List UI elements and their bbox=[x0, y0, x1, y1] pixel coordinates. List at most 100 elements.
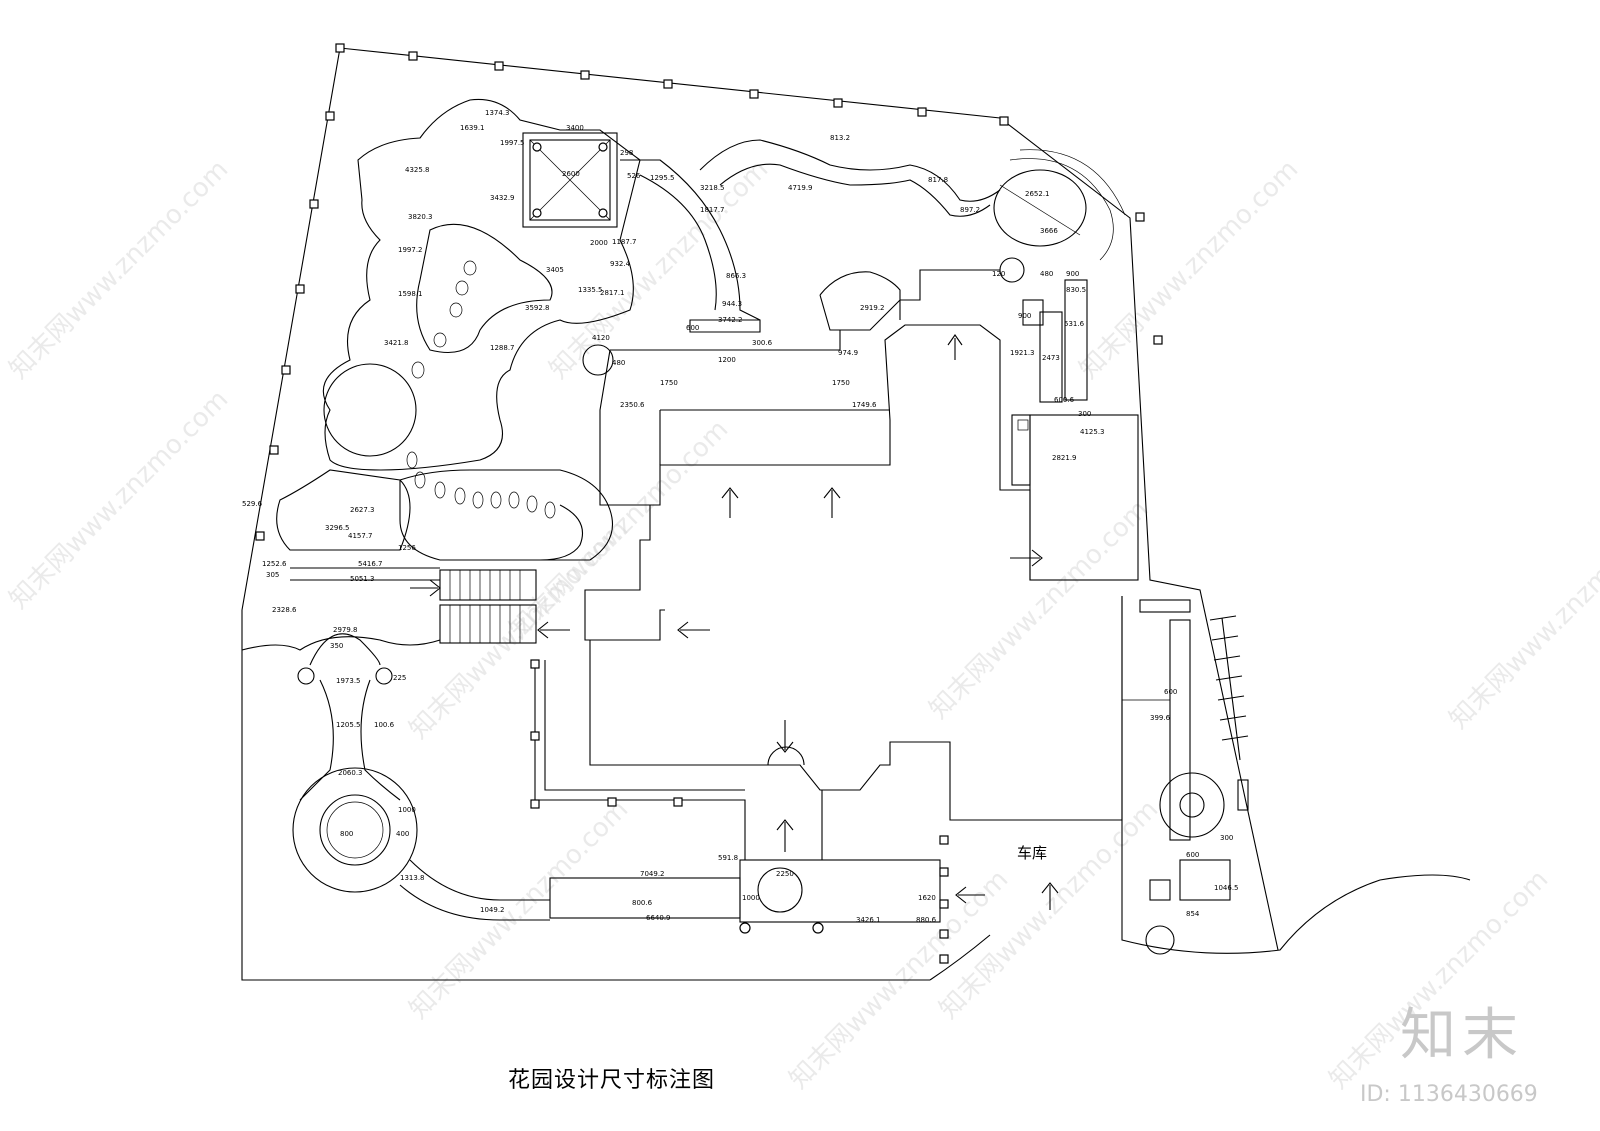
dimension-label: 1205.5 bbox=[336, 721, 361, 729]
dimension-label: 2652.1 bbox=[1025, 190, 1050, 198]
watermark-text: 知末网www.znzmo.com bbox=[1444, 504, 1600, 735]
entry-arrows bbox=[410, 334, 1059, 910]
dimension-label: 1000 bbox=[742, 894, 760, 902]
dimension-label: 2328.6 bbox=[272, 606, 297, 614]
drawing-title: 花园设计尺寸标注图 bbox=[508, 1068, 716, 1093]
winding-path bbox=[620, 139, 1126, 333]
brand-watermark: 知末 bbox=[1400, 1003, 1524, 1068]
dimension-label: 2919.2 bbox=[860, 304, 885, 312]
dimension-label: 3421.8 bbox=[384, 339, 409, 347]
dimension-label: 5051.3 bbox=[350, 575, 375, 583]
dimension-label: 300.6 bbox=[752, 339, 773, 347]
dimension-label: 1973.5 bbox=[336, 677, 361, 685]
dimension-label: 2817.1 bbox=[600, 289, 625, 297]
dimension-label: 600 bbox=[686, 324, 699, 332]
dimension-label: 1046.5 bbox=[1214, 884, 1239, 892]
dimension-labels: 4325.8 3820.3 1997.2 1598.1 3421.8 1997.… bbox=[242, 109, 1239, 924]
dimension-label: 2979.8 bbox=[333, 626, 358, 634]
dimension-label: 3426.1 bbox=[856, 916, 881, 924]
stair-and-lower-garden bbox=[241, 567, 949, 964]
dimension-label: 6640.9 bbox=[646, 914, 671, 922]
dimension-label: 2600 bbox=[562, 170, 580, 178]
dimension-label: 2821.9 bbox=[1052, 454, 1077, 462]
dimension-label: 3218.5 bbox=[700, 184, 725, 192]
dimension-label: 5416.7 bbox=[358, 560, 383, 568]
dimension-label: 3666 bbox=[1040, 227, 1058, 235]
dimension-label: 900 bbox=[1018, 312, 1031, 320]
dimension-label: 1187.7 bbox=[612, 238, 637, 246]
dimension-label: 1374.3 bbox=[485, 109, 510, 117]
site-boundary bbox=[241, 47, 1471, 981]
dimension-label: 600.6 bbox=[1054, 396, 1075, 404]
watermark-text: 知末网www.znzmo.com bbox=[1074, 154, 1305, 385]
dimension-label: 1817.7 bbox=[700, 206, 725, 214]
dimension-label: 4125.3 bbox=[1080, 428, 1105, 436]
dimension-label: 531.6 bbox=[1064, 320, 1085, 328]
dimension-label: 1335.5 bbox=[578, 286, 603, 294]
dimension-label: 4120 bbox=[592, 334, 610, 342]
house-footprint bbox=[584, 269, 1139, 821]
dimension-label: 7049.2 bbox=[640, 870, 665, 878]
dimension-label: 1620 bbox=[918, 894, 936, 902]
dimension-label: 813.2 bbox=[830, 134, 850, 142]
garage-label: 车库 bbox=[1017, 844, 1047, 862]
dimension-label: 897.2 bbox=[960, 206, 980, 214]
watermark-text: 知末网www.znzmo.com bbox=[4, 154, 235, 385]
stair-treads bbox=[449, 570, 521, 643]
dimension-label: 120 bbox=[992, 270, 1005, 278]
dimension-label: 529.6 bbox=[242, 500, 263, 508]
dimension-label: 298 bbox=[620, 149, 633, 157]
dimension-label: 350 bbox=[330, 642, 343, 650]
dimension-label: 1750 bbox=[832, 379, 850, 387]
dimension-label: 800 bbox=[340, 830, 353, 838]
dimension-label: 3592.8 bbox=[525, 304, 550, 312]
dimension-label: 800.6 bbox=[632, 899, 653, 907]
stepping-stones bbox=[406, 260, 556, 519]
dimension-label: 932.4 bbox=[610, 260, 631, 268]
dimension-label: 1997.5 bbox=[500, 139, 525, 147]
dimension-label: 3296.5 bbox=[325, 524, 350, 532]
dimension-label: 1295.5 bbox=[650, 174, 675, 182]
fence-posts bbox=[255, 43, 1163, 541]
dimension-label: 3432.9 bbox=[490, 194, 515, 202]
dimension-label: 600 bbox=[1164, 688, 1177, 696]
dimension-label: 2350.6 bbox=[620, 401, 645, 409]
watermark-text: 知末网www.znzmo.com bbox=[4, 384, 235, 615]
dimension-label: 526 bbox=[627, 172, 641, 180]
dimension-label: 480 bbox=[612, 359, 625, 367]
dimension-label: 591.8 bbox=[718, 854, 738, 862]
watermark-text: 知末网www.znzmo.com bbox=[404, 514, 635, 745]
dimension-label: 2250 bbox=[776, 870, 794, 878]
dimension-label: 4719.9 bbox=[788, 184, 813, 192]
pergola-beams bbox=[1209, 615, 1249, 761]
dimension-label: 944.3 bbox=[722, 300, 742, 308]
dimension-label: 1252.6 bbox=[262, 560, 287, 568]
dimension-label: 3742.2 bbox=[718, 316, 743, 324]
dimension-label: 880.6 bbox=[916, 916, 937, 924]
dimension-label: 974.9 bbox=[838, 349, 858, 357]
dimension-label: 2473 bbox=[1042, 354, 1060, 362]
dimension-label: 1256 bbox=[398, 544, 416, 552]
dimension-label: 225 bbox=[393, 674, 406, 682]
dimension-label: 4325.8 bbox=[405, 166, 430, 174]
dimension-label: 854 bbox=[1186, 910, 1200, 918]
dimension-label: 1749.6 bbox=[852, 401, 877, 409]
side-garden bbox=[1122, 599, 1249, 955]
dimension-label: 1750 bbox=[660, 379, 678, 387]
dimension-label: 3405 bbox=[546, 266, 564, 274]
dimension-label: 2060.3 bbox=[338, 769, 363, 777]
dimension-label: 300 bbox=[1078, 410, 1091, 418]
dimension-label: 817.8 bbox=[928, 176, 948, 184]
dimension-label: 600 bbox=[1186, 851, 1199, 859]
dimension-label: 830.5 bbox=[1066, 286, 1086, 294]
dimension-label: 900 bbox=[1066, 270, 1079, 278]
brand-id: ID: 1136430669 bbox=[1360, 1082, 1538, 1107]
dimension-label: 1598.1 bbox=[398, 290, 423, 298]
dimension-label: 480 bbox=[1040, 270, 1053, 278]
watermarks: 知末网www.znzmo.com 知末网www.znzmo.com 知末网www… bbox=[4, 154, 1600, 1095]
dimension-label: 300 bbox=[1220, 834, 1233, 842]
dimension-label: 3820.3 bbox=[408, 213, 433, 221]
dimension-label: 400 bbox=[396, 830, 409, 838]
watermark-text: 知末网www.znzmo.com bbox=[924, 494, 1155, 725]
